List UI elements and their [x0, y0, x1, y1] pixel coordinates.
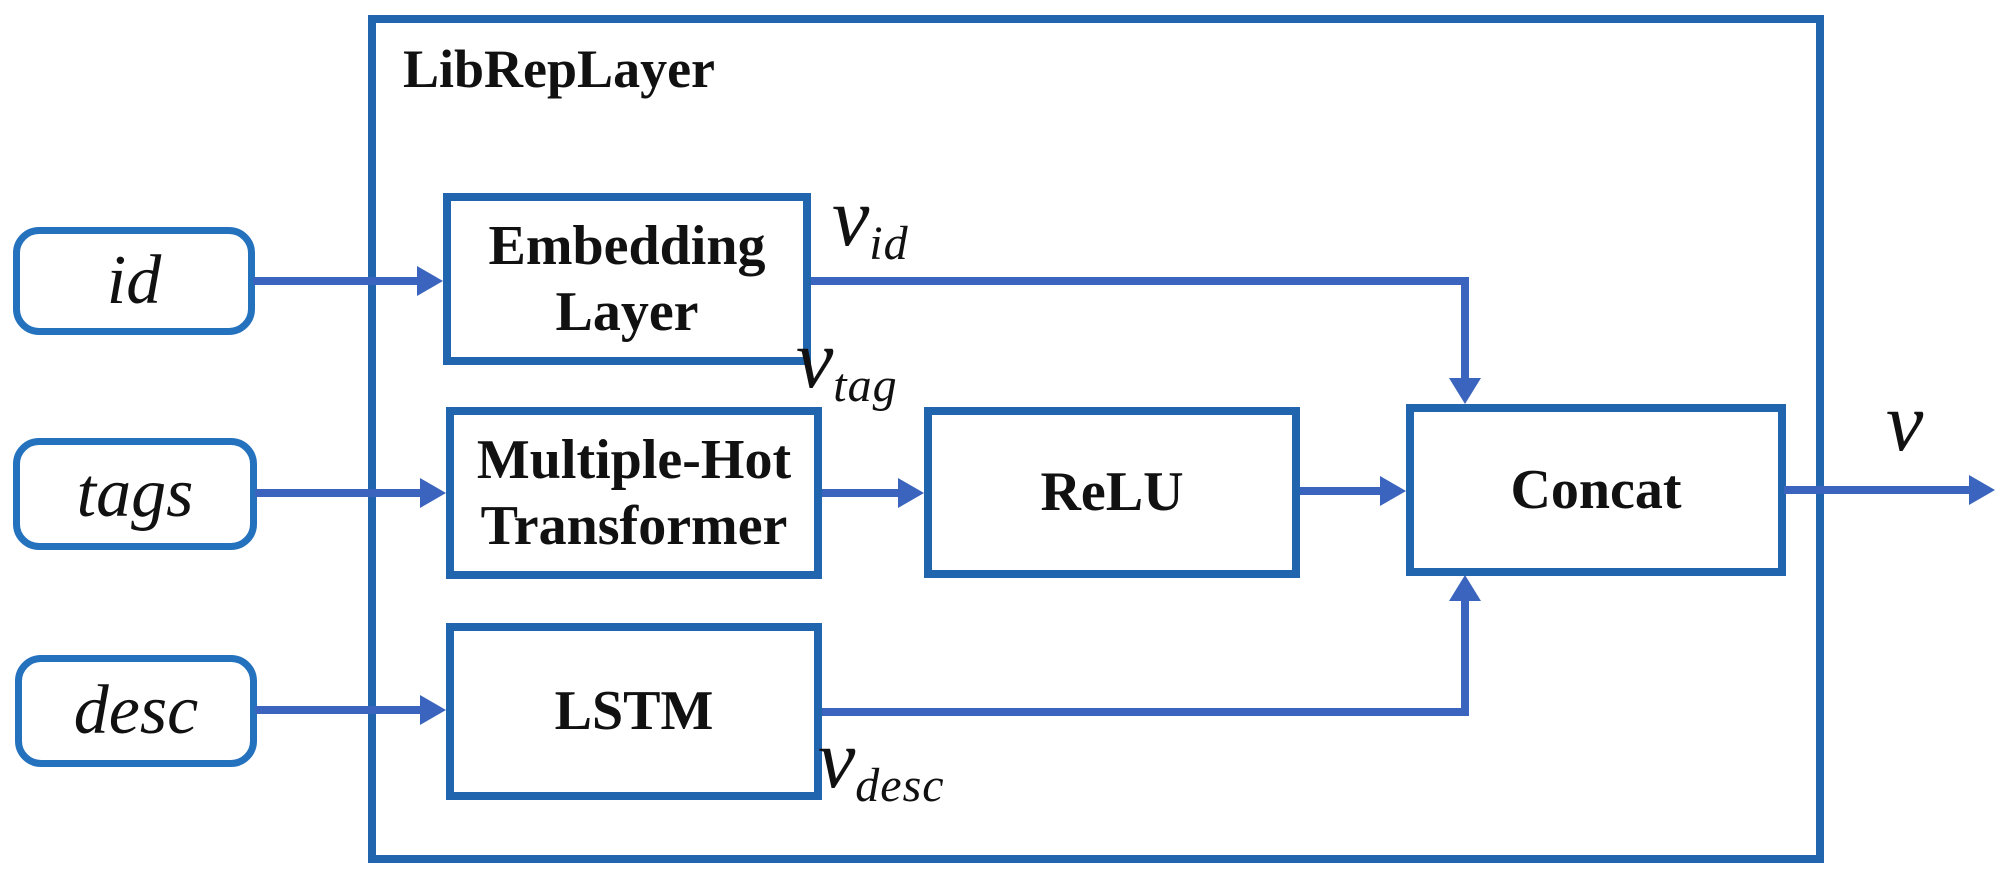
label-v-desc: vdesc — [818, 718, 945, 810]
wire-desc-to-lstm — [255, 706, 420, 714]
label-v-id: vid — [832, 176, 909, 268]
input-node-id-label: id — [106, 242, 162, 319]
arrowhead-relu-to-concat — [1380, 476, 1406, 506]
label-v-output-base: v — [1886, 376, 1924, 469]
embedding-layer-label-line1: Embedding — [488, 214, 766, 277]
wire-lstm-to-concat-horizontal — [822, 708, 1469, 716]
label-v-id-subscript: id — [869, 217, 909, 270]
wire-embedding-to-concat-horizontal — [811, 277, 1469, 285]
lstm-box: LSTM — [446, 623, 822, 800]
lstm-label: LSTM — [554, 680, 714, 743]
relu-label: ReLU — [1040, 461, 1184, 524]
relu-box: ReLU — [924, 407, 1300, 578]
wire-lstm-to-concat-vertical — [1461, 601, 1469, 716]
wire-embedding-to-concat-vertical — [1461, 277, 1469, 378]
input-node-desc: desc — [15, 655, 257, 767]
label-v-id-base: v — [832, 171, 870, 264]
label-v-output: v — [1886, 381, 1923, 473]
arrowhead-embedding-to-concat — [1449, 378, 1481, 404]
wire-relu-to-concat — [1300, 487, 1380, 495]
label-v-tag-base: v — [796, 313, 834, 406]
arrowhead-lstm-to-concat — [1449, 575, 1481, 601]
input-node-tags: tags — [13, 438, 257, 550]
arrowhead-id-to-embedding — [417, 266, 443, 296]
wire-tags-to-multiple-hot — [255, 489, 420, 497]
librep-layer-container-box — [368, 15, 1824, 863]
input-node-tags-label: tags — [76, 455, 194, 532]
multiple-hot-label-line2: Transformer — [480, 495, 788, 557]
concat-box: Concat — [1406, 404, 1786, 576]
label-v-desc-subscript: desc — [855, 759, 945, 812]
label-v-desc-base: v — [818, 713, 856, 806]
embedding-layer-box: Embedding Layer — [443, 193, 811, 365]
wire-id-to-embedding — [253, 277, 417, 285]
multiple-hot-label-line1: Multiple-Hot — [476, 428, 792, 491]
embedding-layer-label-line2: Layer — [555, 281, 699, 343]
label-v-tag: vtag — [796, 318, 898, 410]
arrowhead-multiple-hot-to-relu — [898, 478, 924, 508]
arrowhead-concat-to-output — [1969, 475, 1995, 505]
arrowhead-tags-to-multiple-hot — [420, 478, 446, 508]
input-node-id: id — [13, 227, 255, 335]
arrowhead-desc-to-lstm — [420, 695, 446, 725]
label-v-tag-subscript: tag — [833, 359, 898, 412]
concat-label: Concat — [1510, 458, 1682, 521]
multiple-hot-transformer-box: Multiple-Hot Transformer — [446, 407, 822, 579]
diagram-title: LibRepLayer — [403, 39, 716, 99]
wire-concat-to-output — [1784, 486, 1969, 494]
input-node-desc-label: desc — [73, 672, 199, 749]
wire-multiple-hot-to-relu — [822, 489, 898, 497]
